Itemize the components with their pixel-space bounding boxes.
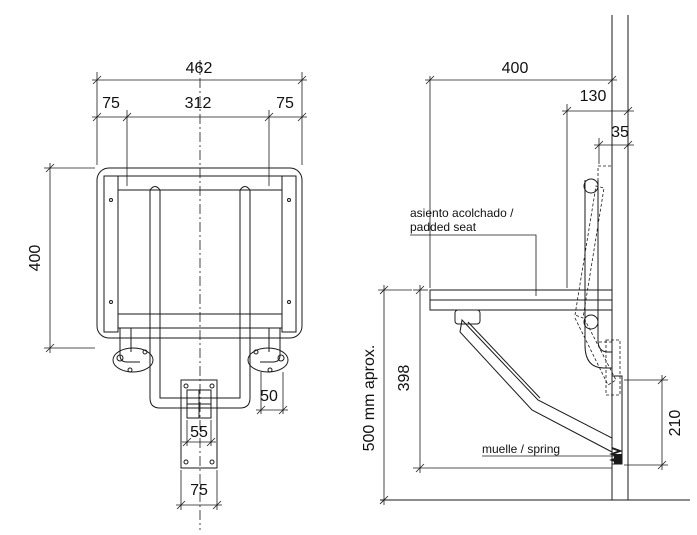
right-hinge-bolt	[277, 354, 285, 362]
wall-plate-dashed	[605, 339, 621, 396]
right-rail	[281, 175, 297, 333]
spring-block	[614, 454, 622, 464]
label-seat-es: asiento acolchado /	[410, 206, 514, 220]
dim-center-span: 312	[185, 95, 212, 112]
right-hinge-bolt	[253, 349, 259, 355]
folded-arm-dashed	[574, 185, 605, 319]
plate-screw	[183, 383, 189, 389]
plate-screw	[209, 459, 215, 465]
bracket-pivot-bottom	[583, 314, 599, 330]
left-hinge-bolt	[116, 354, 124, 362]
dim-offset: 130	[580, 88, 607, 105]
plate-screw	[183, 459, 189, 465]
label-spring: muelle / spring	[482, 442, 560, 456]
seat-outline	[96, 167, 303, 339]
dim-depth: 400	[502, 60, 529, 77]
seat-pivot-block	[454, 309, 481, 325]
left-rail	[103, 175, 119, 333]
dim-spring-height: 210	[667, 410, 684, 437]
dim-plate-inner: 55	[190, 424, 208, 441]
bottom-bar	[117, 313, 283, 329]
screw-dot	[287, 198, 291, 202]
right-hinge-arm	[260, 328, 281, 363]
screw-dot	[287, 300, 291, 304]
wall-bracket-inner	[597, 180, 612, 353]
front-view: 462 75 312 75 400 50 55	[27, 60, 307, 530]
left-hinge-bolt	[127, 367, 133, 373]
dim-mount-height: 500 mm aprox.	[361, 345, 378, 452]
label-seat-en: padded seat	[410, 220, 477, 234]
support-tube-outer	[149, 190, 251, 409]
top-bar	[117, 175, 283, 191]
leader-seat	[410, 234, 537, 296]
side-view: asiento acolchado / padded seat muelle /…	[361, 15, 690, 505]
folding-arm-inner	[467, 321, 541, 399]
left-hinge-bracket	[112, 347, 154, 373]
dim-front-height: 400	[27, 245, 44, 272]
screw-dot	[109, 198, 113, 202]
folding-arm	[459, 318, 613, 453]
dim-left-margin: 75	[102, 95, 120, 112]
dim-seat-height: 398	[396, 365, 413, 392]
left-hinge-bolt	[142, 349, 148, 355]
support-tube-inner	[159, 190, 241, 399]
tube-caps	[149, 186, 251, 191]
mount-plate	[180, 379, 218, 469]
screw-dot	[109, 300, 113, 304]
folded-seat-dashed	[597, 165, 613, 343]
right-hinge-bracket	[247, 347, 289, 373]
dim-wall-gap: 35	[611, 124, 629, 141]
right-hinge-bolt	[267, 367, 273, 373]
wall-bracket	[584, 180, 612, 369]
dim-right-margin: 75	[276, 95, 294, 112]
folded-link-dashed	[574, 317, 617, 386]
plate-screw	[209, 383, 215, 389]
dim-bracket-width: 50	[260, 388, 278, 405]
dim-plate-outer: 75	[190, 482, 208, 499]
dim-overall-width: 462	[186, 60, 213, 77]
